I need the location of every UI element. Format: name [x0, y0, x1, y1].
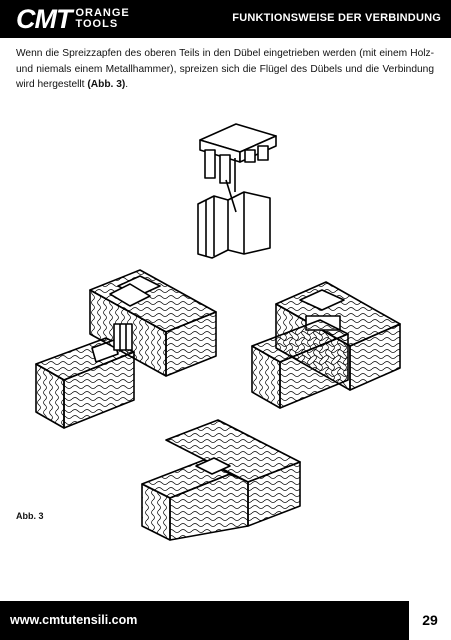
logo-line2: TOOLS — [75, 18, 119, 30]
paragraph-end: . — [125, 79, 129, 90]
page-header: CMT ORANGE TOOLS FUNKTIONSWEISE DER VERB… — [0, 0, 451, 38]
joint-illustration — [35, 123, 401, 541]
logo-main-text: CMT — [16, 4, 72, 34]
figure-reference: (Abb. 3) — [87, 79, 126, 90]
page-number: 29 — [422, 612, 438, 628]
logo-subtitle: ORANGE TOOLS — [75, 8, 129, 30]
website-link[interactable]: www.cmtutensili.com — [10, 613, 138, 627]
left-base-block — [35, 337, 135, 429]
left-upper-block — [89, 269, 217, 377]
dowel-piece — [197, 179, 271, 259]
right-base-block — [251, 319, 349, 409]
tenon-piece — [199, 123, 277, 192]
logo-line1: ORANGE — [75, 7, 130, 19]
assembled-joint — [141, 419, 301, 541]
page-number-box: 29 — [409, 601, 451, 640]
section-title: FUNKTIONSWEISE DER VERBINDUNG — [232, 12, 441, 24]
page-footer: www.cmtutensili.com 29 — [0, 601, 451, 640]
cmt-logo: CMT ORANGE TOOLS — [16, 4, 130, 34]
body-paragraph: Wenn die Spreizzapfen des oberen Teils i… — [16, 46, 434, 93]
paragraph-text: Wenn die Spreizzapfen des oberen Teils i… — [16, 48, 434, 90]
figure-caption: Abb. 3 — [16, 511, 44, 521]
